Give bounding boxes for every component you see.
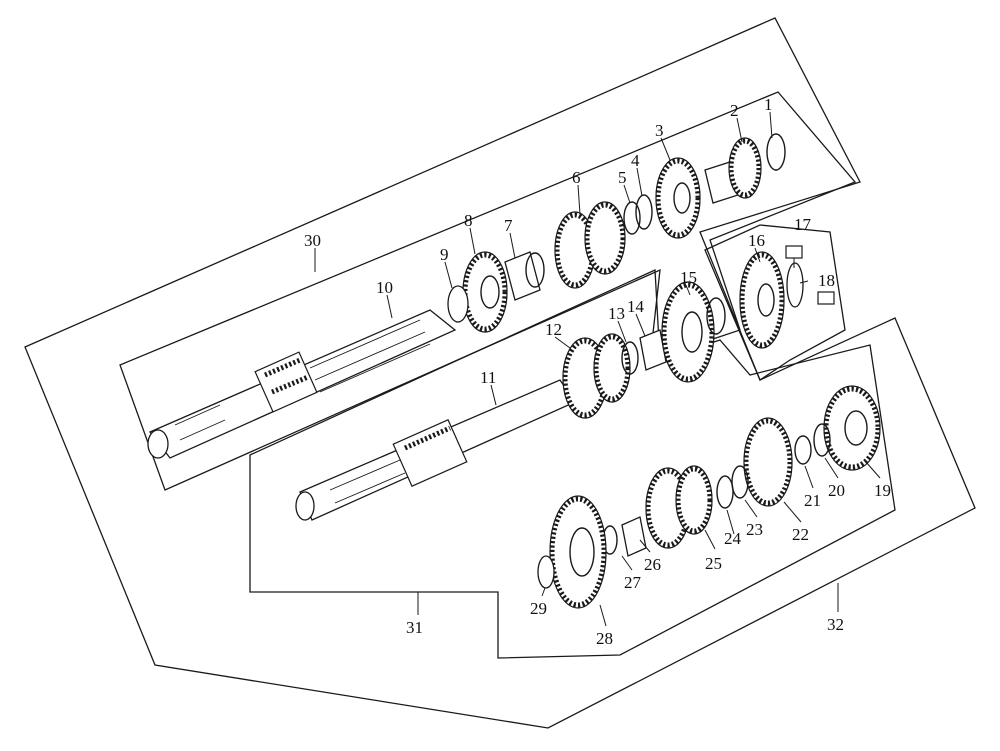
collar-26	[621, 516, 647, 557]
label-part-16: 16	[748, 231, 765, 250]
group-30-inner-outline	[119, 91, 857, 491]
washer-9	[447, 285, 469, 323]
ring-5	[623, 201, 641, 235]
label-part-3: 3	[655, 121, 664, 140]
gear-15	[661, 281, 715, 383]
plate-18	[786, 262, 804, 308]
collar-14	[639, 329, 667, 371]
label-part-20: 20	[828, 481, 845, 500]
label-part-12: 12	[545, 320, 562, 339]
label-part-1: 1	[764, 95, 773, 114]
ring-13	[621, 341, 639, 375]
label-part-9: 9	[440, 245, 449, 264]
collar-7	[504, 251, 541, 301]
ring-24	[716, 475, 734, 509]
washer-29	[537, 555, 555, 589]
label-part-11: 11	[480, 368, 496, 387]
sprocket-16	[739, 251, 785, 349]
gear-3	[655, 157, 701, 239]
upper-shaft	[147, 309, 457, 459]
ring-4	[635, 194, 653, 230]
gear-6	[554, 201, 626, 289]
gear-8	[462, 251, 508, 333]
ring-7b	[525, 252, 545, 288]
gear-2	[728, 137, 762, 199]
leader-lines	[314, 111, 881, 627]
ring-21	[794, 435, 812, 465]
label-group-32: 32	[827, 615, 844, 634]
gear-19	[823, 385, 881, 471]
label-part-29: 29	[530, 599, 547, 618]
label-part-14: 14	[627, 297, 645, 316]
label-part-25: 25	[705, 554, 722, 573]
label-part-26: 26	[644, 555, 661, 574]
ring-20	[813, 423, 831, 457]
ring-1	[766, 133, 786, 171]
group-labels: 30 31 32	[304, 231, 844, 637]
label-part-19: 19	[874, 481, 891, 500]
gear-22	[743, 417, 793, 507]
bolt-18b	[817, 291, 835, 305]
label-part-13: 13	[608, 304, 625, 323]
label-part-28: 28	[596, 629, 613, 648]
gear-25	[645, 465, 713, 549]
label-part-18: 18	[818, 271, 835, 290]
gear-12	[562, 333, 631, 419]
label-part-5: 5	[618, 168, 627, 187]
label-part-10: 10	[376, 278, 393, 297]
part-labels: 1 2 3 4 5 6 7 8 9 10 11 12 13 14 15 16 1…	[376, 95, 891, 648]
label-part-22: 22	[792, 525, 809, 544]
label-part-6: 6	[572, 168, 581, 187]
gear-28	[549, 495, 607, 609]
label-group-31: 31	[406, 618, 423, 637]
label-part-24: 24	[724, 529, 742, 548]
bolt-17	[785, 245, 803, 268]
label-part-17: 17	[794, 215, 812, 234]
label-part-15: 15	[680, 268, 697, 287]
ring-15b	[706, 297, 726, 335]
lower-shaft	[295, 379, 576, 521]
label-part-27: 27	[624, 573, 642, 592]
ring-23	[731, 465, 749, 499]
label-part-8: 8	[464, 211, 473, 230]
group-16-18-outline	[704, 224, 846, 381]
label-group-30: 30	[304, 231, 321, 250]
label-part-7: 7	[504, 216, 513, 235]
group-30-outline	[24, 17, 976, 729]
label-part-2: 2	[730, 101, 739, 120]
label-part-23: 23	[746, 520, 763, 539]
label-part-21: 21	[804, 491, 821, 510]
label-part-4: 4	[631, 151, 640, 170]
